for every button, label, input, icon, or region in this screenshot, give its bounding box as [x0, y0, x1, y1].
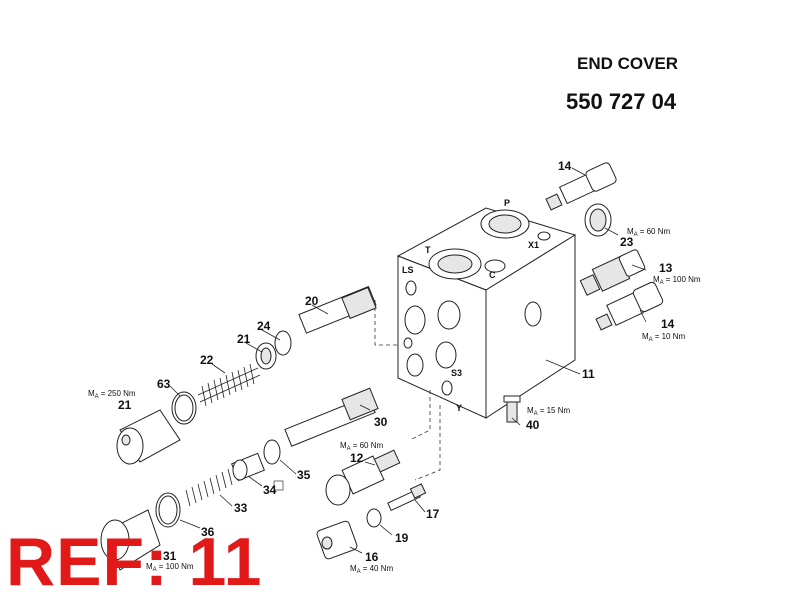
- part-number: 550 727 04: [566, 89, 677, 114]
- callout-11: 11: [582, 367, 595, 381]
- callout-16: 16: [365, 550, 379, 564]
- callout-24: 24: [257, 319, 271, 333]
- port-s3: S3: [451, 368, 462, 378]
- torque-100a: MA= 100 Nm: [653, 275, 701, 286]
- part-30: [284, 387, 379, 447]
- callout-31: 31: [163, 549, 177, 563]
- part-33-spring: [185, 468, 233, 507]
- part-20: [298, 285, 377, 334]
- valve-block: [396, 207, 577, 419]
- port-t: T: [425, 245, 431, 255]
- callout-14-top: 14: [558, 159, 572, 173]
- part-14-lower: [595, 281, 664, 331]
- part-22-spring: [197, 363, 261, 407]
- callout-13: 13: [659, 261, 673, 275]
- torque-10: MA= 10 Nm: [642, 332, 685, 343]
- diagram-title: END COVER: [577, 54, 679, 73]
- callout-19: 19: [395, 531, 409, 545]
- callout-35: 35: [297, 468, 311, 482]
- part-21-cap: [116, 409, 181, 465]
- svg-text:MA= 15 Nm: MA= 15 Nm: [527, 406, 570, 417]
- port-c: C: [489, 270, 496, 280]
- part-16: [316, 520, 358, 560]
- callout-14-lower: 14: [661, 317, 675, 331]
- part-34: [230, 452, 266, 482]
- part-12: [325, 449, 401, 506]
- ref-label: REF: 11: [6, 524, 263, 600]
- callout-20: 20: [305, 294, 319, 308]
- part-40: [503, 395, 521, 423]
- part-13: [579, 249, 646, 296]
- port-x1: X1: [528, 240, 539, 250]
- callout-63: 63: [157, 377, 171, 391]
- part-24: [274, 330, 292, 356]
- callout-23: 23: [620, 235, 634, 249]
- svg-text:MA= 60 Nm: MA= 60 Nm: [627, 227, 670, 238]
- callout-22: 22: [200, 353, 214, 367]
- port-p: P: [504, 198, 510, 208]
- part-14-top: [545, 162, 617, 211]
- svg-text:MA= 10 Nm: MA= 10 Nm: [642, 332, 685, 343]
- torque-60b: MA= 60 Nm: [340, 441, 383, 452]
- port-ls: LS: [402, 265, 414, 275]
- callout-40: 40: [526, 418, 540, 432]
- svg-text:MA= 100 Nm: MA= 100 Nm: [653, 275, 701, 286]
- callout-21-ring: 21: [237, 332, 251, 346]
- callout-12: 12: [350, 451, 364, 465]
- part-31-cap: [100, 509, 161, 571]
- torque-15: MA= 15 Nm: [527, 406, 570, 417]
- svg-text:MA= 100 Nm: MA= 100 Nm: [146, 562, 194, 573]
- callout-34: 34: [263, 483, 277, 497]
- part-17: [387, 483, 427, 512]
- callout-21-cap: 21: [118, 398, 132, 412]
- callout-33: 33: [234, 501, 248, 515]
- callout-30: 30: [374, 415, 388, 429]
- svg-text:MA= 40 Nm: MA= 40 Nm: [350, 564, 393, 575]
- torque-60a: MA= 60 Nm: [627, 227, 670, 238]
- callout-36: 36: [201, 525, 215, 539]
- svg-text:MA= 60 Nm: MA= 60 Nm: [340, 441, 383, 452]
- torque-100b: MA= 100 Nm: [146, 562, 194, 573]
- port-y: Y: [456, 403, 462, 413]
- part-23: [584, 203, 612, 237]
- callout-17: 17: [426, 507, 440, 521]
- torque-40: MA= 40 Nm: [350, 564, 393, 575]
- svg-text:MA= 250 Nm: MA= 250 Nm: [88, 389, 136, 400]
- part-35: [263, 439, 281, 465]
- part-19: [366, 508, 382, 528]
- torque-250: MA= 250 Nm: [88, 389, 136, 400]
